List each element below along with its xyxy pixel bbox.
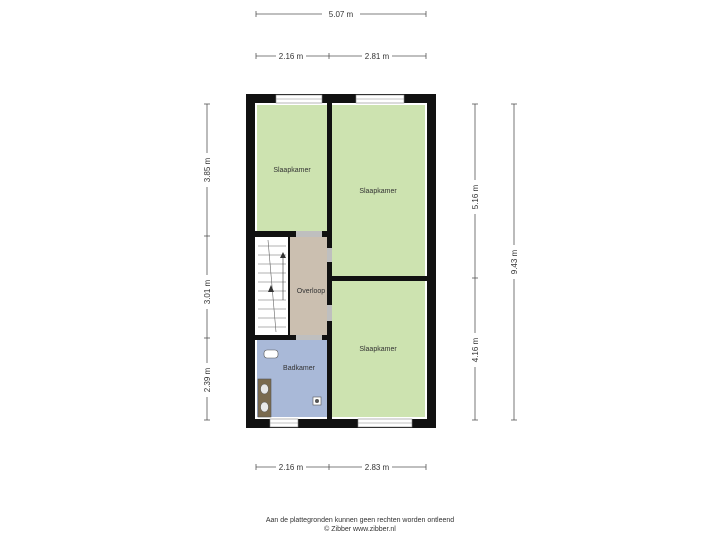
sink-right-icon xyxy=(260,401,269,413)
label-landing: Overloop xyxy=(297,288,326,295)
dimension-top-total-label: 5.07 m xyxy=(329,10,354,19)
windows xyxy=(269,94,413,428)
room-bedroom-top-left xyxy=(257,105,327,231)
room-bedroom-top-right xyxy=(332,105,425,276)
dimension-left-top-label: 3.85 m xyxy=(203,157,212,182)
dimension-top-split: 2.16 m 2.81 m xyxy=(255,50,427,62)
dimension-top-total: 5.07 m xyxy=(255,8,427,20)
dimension-right-top-label: 5.16 m xyxy=(471,184,480,209)
dimension-top-left-label: 2.16 m xyxy=(279,52,304,61)
dimension-left-middle-label: 3.01 m xyxy=(203,279,212,304)
label-bedroom-top-left: Slaapkamer xyxy=(273,167,311,174)
dimension-left-bottom-label: 2.39 m xyxy=(203,367,212,392)
doors xyxy=(296,231,332,340)
dimension-left: 3.85 m 3.01 m 2.39 m xyxy=(201,103,213,421)
copyright-text: © Zibber www.zibber.nl xyxy=(324,526,396,533)
label-bathroom: Badkamer xyxy=(283,365,316,372)
room-bedroom-bottom-right xyxy=(332,281,425,417)
dimension-bottom-left-label: 2.16 m xyxy=(279,463,304,472)
label-bedroom-bottom-right: Slaapkamer xyxy=(359,346,397,353)
label-bedroom-top-right: Slaapkamer xyxy=(359,188,397,195)
dimension-top-right-label: 2.81 m xyxy=(365,52,390,61)
dimension-bottom: 2.16 m 2.83 m xyxy=(255,461,427,473)
sink-left-icon xyxy=(260,383,269,395)
dimension-right-total: 9.43 m xyxy=(508,103,520,421)
dimension-right-split: 5.16 m 4.16 m xyxy=(469,103,481,421)
bathroom-fixtures xyxy=(257,349,322,418)
room-landing xyxy=(290,237,327,335)
dimension-right-total-label: 9.43 m xyxy=(510,249,519,274)
stair-arrow-icon xyxy=(280,252,286,258)
disclaimer-text: Aan de plattegronden kunnen geen rechten… xyxy=(265,517,455,524)
staircase xyxy=(258,239,286,333)
dimension-bottom-right-label: 2.83 m xyxy=(365,463,390,472)
toilet-icon xyxy=(263,349,279,359)
dimension-right-bottom-label: 4.16 m xyxy=(471,337,480,362)
